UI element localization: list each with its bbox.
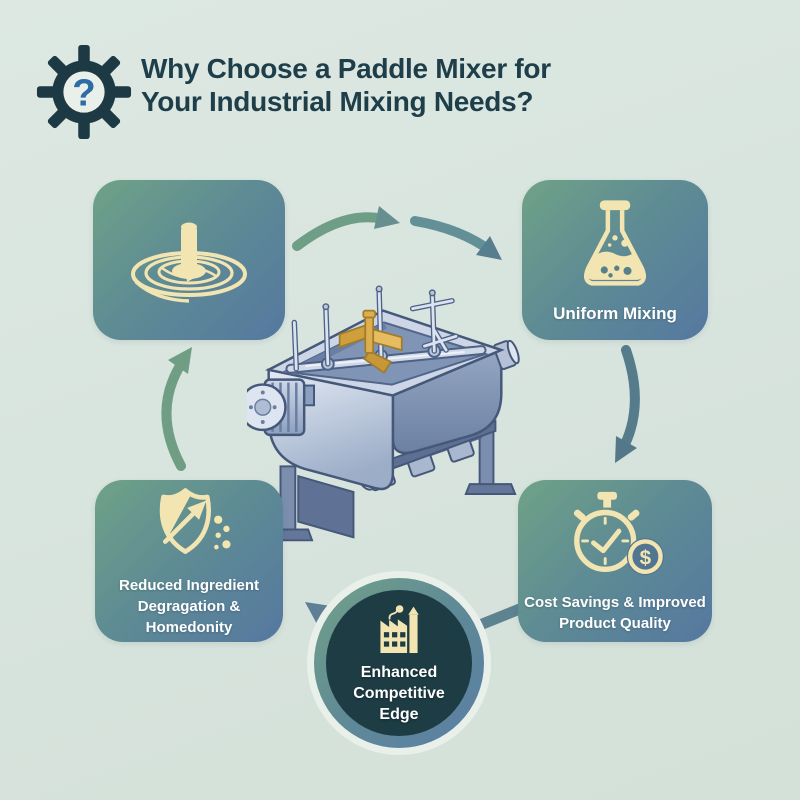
arrow-left bbox=[161, 353, 190, 471]
question-mark: ? bbox=[72, 71, 95, 114]
benefit-card-cost-savings: $ Cost Savings & Improved Product Qualit… bbox=[518, 480, 712, 642]
badge-line-1: Enhanced bbox=[360, 663, 438, 681]
title-line-2: Your Industrial Mixing Needs? bbox=[141, 86, 534, 117]
factory-icon bbox=[380, 604, 419, 653]
arrow-right bbox=[616, 345, 640, 457]
arrow-top-2-head bbox=[476, 236, 502, 260]
badge-inner: Enhanced Competitive Edge bbox=[326, 590, 472, 736]
label-line-2: Degragation & bbox=[137, 597, 241, 615]
shield-arrow-icon bbox=[159, 487, 231, 554]
badge-label: Enhanced Competitive Edge bbox=[353, 662, 445, 725]
arrow-right-head bbox=[615, 436, 637, 463]
page-title: Why Choose a Paddle Mixer for Your Indus… bbox=[141, 52, 621, 118]
mixer-trough-end bbox=[391, 348, 503, 455]
label-line-1: Reduced Ingredient bbox=[118, 576, 260, 594]
benefit-label-reduced-degradation: Reduced Ingredient Degragation & Homedon… bbox=[119, 575, 259, 638]
benefit-card-reduced-degradation: Reduced Ingredient Degragation & Homedon… bbox=[95, 480, 283, 642]
badge-line-2: Competitive bbox=[353, 684, 445, 702]
mixing-ripple-icon bbox=[131, 222, 247, 303]
title-line-1: Why Choose a Paddle Mixer for bbox=[141, 53, 551, 84]
arrow-top-1-head bbox=[374, 206, 400, 229]
benefit-card-uniform-mixing: Uniform Mixing bbox=[522, 180, 708, 340]
gear-question-icon: ? bbox=[36, 44, 132, 140]
benefit-card-agitation bbox=[93, 180, 285, 340]
badge-ring: Enhanced Competitive Edge bbox=[314, 578, 484, 748]
label-line-3: Homedonity bbox=[145, 618, 233, 636]
mixer-gold-paddle bbox=[338, 309, 403, 374]
label-line-2: Product Quality bbox=[559, 615, 671, 632]
dollar-sign: $ bbox=[640, 546, 652, 569]
benefit-label-uniform-mixing: Uniform Mixing bbox=[553, 304, 677, 323]
paddle-mixer-illustration bbox=[247, 285, 520, 542]
benefit-label-cost-savings: Cost Savings & Improved Product Quality bbox=[524, 592, 706, 634]
arrow-top-2 bbox=[410, 216, 497, 257]
arrow-top-1 bbox=[292, 212, 389, 251]
badge-line-3: Edge bbox=[379, 705, 419, 723]
flask-icon bbox=[583, 200, 647, 286]
stopwatch-dollar-icon: $ bbox=[573, 491, 664, 576]
arrow-left-head bbox=[168, 347, 192, 374]
mixer-shaft-stub bbox=[492, 339, 520, 370]
mixer-motor bbox=[247, 378, 316, 437]
competitive-edge-badge: Enhanced Competitive Edge bbox=[307, 571, 491, 755]
label-line-1: Cost Savings & Improved bbox=[524, 594, 706, 611]
